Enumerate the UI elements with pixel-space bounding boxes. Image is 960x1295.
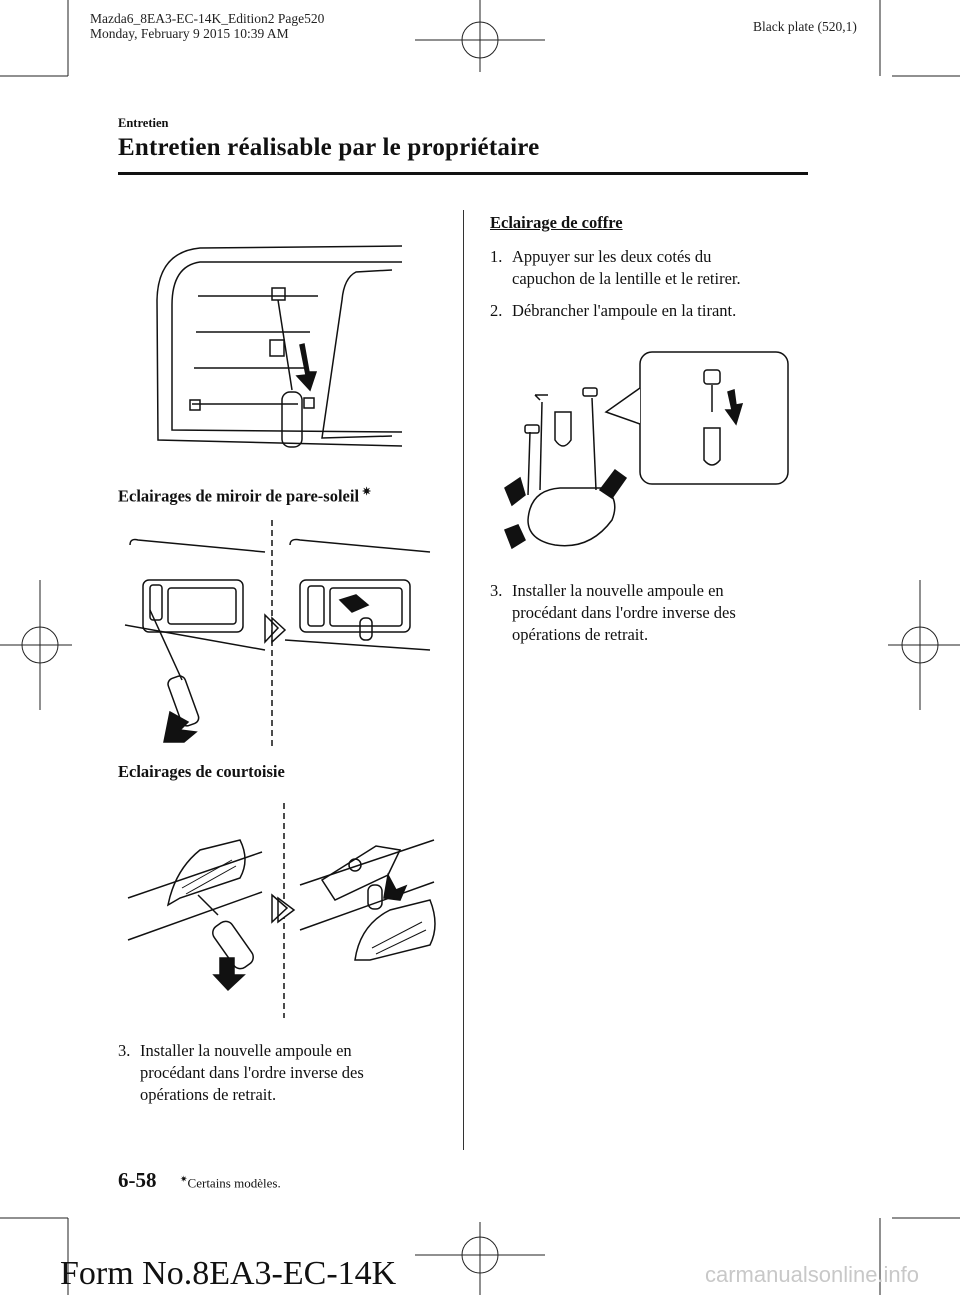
print-date-line: Monday, February 9 2015 10:39 AM — [90, 26, 289, 41]
right-step-3-number: 3. — [490, 581, 503, 600]
column-divider — [463, 210, 464, 1150]
caption-courtesy: Eclairages de courtoisie — [118, 762, 285, 781]
right-step-1-line1: Appuyer sur les deux cotés du — [512, 247, 712, 266]
right-step-1-number: 1. — [490, 247, 503, 266]
right-step-3-line2: procédant dans l'ordre inverse des — [512, 603, 736, 622]
right-step-2-line1: Débrancher l'ampoule en la tirant. — [512, 301, 737, 320]
watermark: carmanualsonline.info — [705, 1262, 920, 1287]
right-step-3-line3: opérations de retrait. — [512, 625, 649, 644]
right-step-1: 1. Appuyer sur les deux cotés du capuchon… — [490, 246, 810, 290]
print-file-line: Mazda6_8EA3-EC-14K_Edition2 Page520 — [90, 11, 325, 26]
right-step-1-line2: capuchon de la lentille et le retirer. — [512, 269, 741, 288]
footnote-asterisk-icon: ✷ — [180, 1174, 188, 1184]
footnote-text: Certains modèles. — [187, 1175, 281, 1191]
page-number: 6-58 — [118, 1168, 157, 1192]
left-step-3-line2: procédant dans l'ordre inverse des — [140, 1063, 364, 1082]
right-step-2-number: 2. — [490, 301, 503, 320]
right-step-3-line1: Installer la nouvelle ampoule en — [512, 581, 724, 600]
title-rule — [118, 172, 808, 175]
left-step-3-number: 3. — [118, 1041, 131, 1060]
footnote-asterisk-icon: ✷ — [362, 486, 372, 498]
left-step-3-line3: opérations de retrait. — [140, 1085, 277, 1104]
right-step-2: 2. Débrancher l'ampoule en la tirant. — [490, 300, 810, 322]
trunk-light-heading: Eclairage de coffre — [490, 213, 623, 232]
form-number: Form No.8EA3-EC-14K — [60, 1255, 397, 1292]
footnote: ✷Certains modèles. — [180, 1174, 281, 1191]
caption-vanity-mirror: Eclairages de miroir de pare-soleil✷ — [118, 485, 371, 507]
caption-vanity-mirror-text: Eclairages de miroir de pare-soleil — [118, 486, 360, 506]
right-step-3: 3. Installer la nouvelle ampoule en procé… — [490, 580, 810, 646]
left-step-3-line1: Installer la nouvelle ampoule en — [140, 1041, 352, 1060]
print-plate: Black plate (520,1) — [753, 19, 857, 34]
left-step-3: 3. Installer la nouvelle ampoule en procé… — [118, 1040, 448, 1106]
section-label: Entretien — [118, 116, 169, 130]
page-title: Entretien réalisable par le propriétaire — [118, 134, 540, 161]
